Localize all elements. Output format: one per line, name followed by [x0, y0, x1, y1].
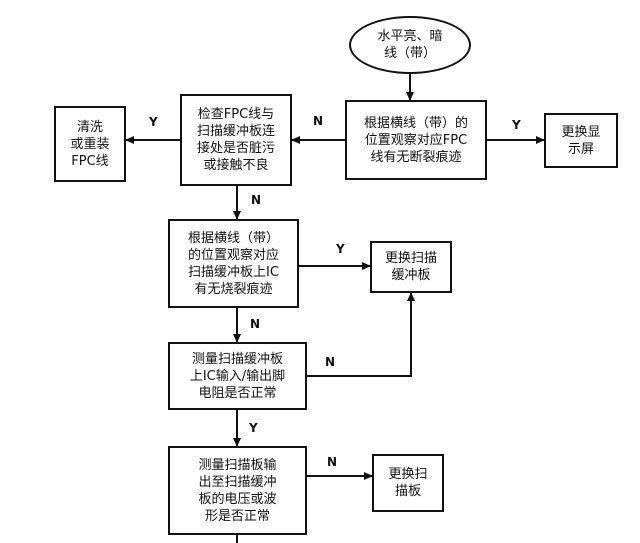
label-check-to-clean: Y [149, 115, 158, 129]
measure-scan-box: 测量扫描板输 出至扫描缓冲 板的电压或波 形是否正常 [168, 446, 307, 535]
observe-ic-box: 根据横线（带） 的位置观察对应 扫描缓冲板上IC 有无烧裂痕迹 [168, 219, 299, 308]
label-ic-to-measure: N [250, 317, 261, 331]
label-fpc-to-display: Y [512, 118, 521, 132]
replace-buffer-box: 更换扫描 缓冲板 [370, 241, 452, 293]
check-fpc-box: 检查FPC线与 扫描缓冲板连 接处是否脏污 或接触不良 [180, 94, 292, 186]
clean-fpc-box: 清洗 或重装 FPC线 [54, 106, 126, 182]
edge-measure-ic-to-buffer [307, 292, 415, 377]
label-scan-to-replace: N [327, 455, 338, 469]
label-ic-to-buffer: Y [336, 242, 345, 256]
replace-display-box: 更换显 示屏 [544, 113, 618, 168]
label-check-to-ic: N [251, 193, 262, 207]
label-fpc-to-check: N [313, 114, 324, 128]
observe-fpc-box: 根据横线（带）的 位置观察对应FPC 线有无断裂痕迹 [345, 100, 487, 180]
replace-scan-box: 更换扫 描板 [372, 454, 444, 512]
label-measure-ic-to-buffer: N [325, 355, 336, 369]
measure-ic-box: 测量扫描缓冲板 上IC输入/输出脚 电阻是否正常 [168, 342, 307, 410]
start-oval: 水平亮、暗 线（带） [349, 16, 471, 74]
label-measure-ic-to-scan: Y [249, 421, 258, 435]
